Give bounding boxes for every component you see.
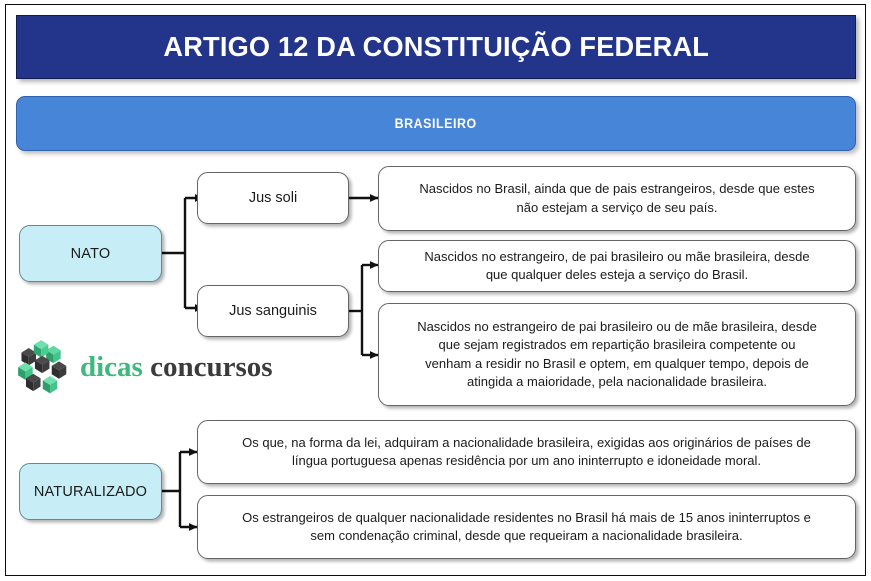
detail-line: Nascidos no Brasil, ainda que de pais es…: [419, 181, 815, 197]
detail-line: venham a residir no Brasil e optem, em q…: [425, 355, 809, 371]
logo-word-dicas: dicas: [80, 350, 143, 383]
category-label-nato: NATO: [70, 245, 111, 262]
detail-line: Nascidos no estrangeiro de pai brasileir…: [417, 318, 817, 334]
detail-line: Os estrangeiros de qualquer nacionalidad…: [242, 509, 811, 525]
detail-box-naturalizado-2: Os estrangeiros de qualquer nacionalidad…: [197, 495, 856, 559]
middle-label-jus-soli: Jus soli: [248, 190, 298, 206]
detail-box-nato-jus-soli-1: Nascidos no Brasil, ainda que de pais es…: [378, 166, 856, 231]
detail-line: sem condenação criminal, desde que reque…: [310, 528, 743, 543]
detail-box-nato-jus-sanguinis-2: Nascidos no estrangeiro de pai brasileir…: [378, 303, 856, 406]
category-node-naturalizado: NATURALIZADO: [19, 463, 162, 520]
detail-line: língua portuguesa apenas residência por …: [291, 453, 762, 468]
detail-line: que qualquer deles esteja a serviço do B…: [485, 267, 749, 282]
page-title-bar: ARTIGO 12 DA CONSTITUIÇÃO FEDERAL: [16, 15, 856, 79]
detail-line: Nascidos no estrangeiro, de pai brasilei…: [424, 248, 810, 264]
category-label-naturalizado: NATURALIZADO: [33, 483, 148, 500]
middle-label-jus-sanguinis: Jus sanguinis: [229, 303, 317, 319]
detail-box-naturalizado-1: Os que, na forma da lei, adquiram a naci…: [197, 420, 856, 484]
middle-node-jus-sanguinis: Jus sanguinis: [197, 285, 349, 337]
detail-line: atingida a maioridade, pela nacionalidad…: [467, 373, 767, 389]
logo-word-concursos: concursos: [142, 350, 273, 383]
logo-wordmark: dicas concursos: [80, 350, 273, 383]
detail-line: que sejam registrados em repartição bras…: [438, 337, 796, 353]
subtitle-bar-brasileiro: BRASILEIRO: [16, 96, 856, 151]
category-node-nato: NATO: [19, 225, 162, 282]
detail-line: Os que, na forma da lei, adquiram a naci…: [242, 434, 811, 450]
cube-cluster-icon: [18, 340, 67, 394]
detail-box-nato-jus-sanguinis-1: Nascidos no estrangeiro, de pai brasilei…: [378, 240, 856, 292]
subtitle-label: BRASILEIRO: [394, 116, 478, 131]
brand-logo: dicas concursos: [17, 338, 273, 396]
page-title: ARTIGO 12 DA CONSTITUIÇÃO FEDERAL: [163, 31, 709, 62]
middle-node-jus-soli: Jus soli: [197, 172, 349, 224]
detail-line: não estejam a serviço de seu país.: [516, 199, 718, 215]
